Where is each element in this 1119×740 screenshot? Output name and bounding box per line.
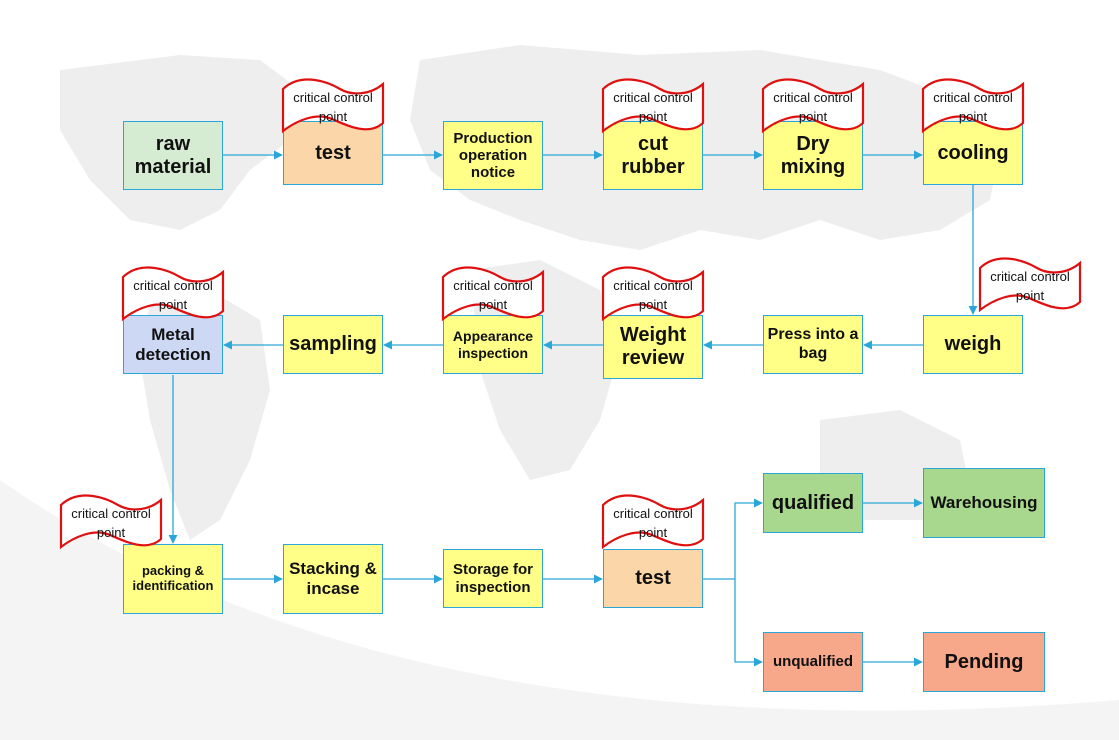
ccp-label: critical control point	[990, 269, 1070, 303]
ccp-flag-metal-detection: critical control point	[121, 266, 225, 322]
node-packing-identification: packing & identification	[123, 544, 223, 614]
ccp-flag-packing: critical control point	[59, 494, 163, 550]
node-cut-rubber: cut rubber	[603, 121, 703, 190]
ccp-flag-cut-rubber: critical control point	[601, 78, 705, 134]
ccp-flag-dry-mixing: critical control point	[761, 78, 865, 134]
node-unqualified: unqualified	[763, 632, 863, 692]
ccp-label: critical control point	[293, 90, 373, 124]
node-raw-material: raw material	[123, 121, 223, 190]
node-test-2: test	[603, 549, 703, 608]
ccp-label: critical control point	[773, 90, 853, 124]
node-weigh: weigh	[923, 315, 1023, 374]
node-appearance-inspection: Appearance inspection	[443, 315, 543, 374]
ccp-flag-weigh: critical control point	[978, 257, 1082, 313]
ccp-label: critical control point	[613, 278, 693, 312]
ccp-label: critical control point	[613, 90, 693, 124]
ccp-flag-test-1: critical control point	[281, 78, 385, 134]
node-pending: Pending	[923, 632, 1045, 692]
node-test-1: test	[283, 121, 383, 185]
node-cooling: cooling	[923, 121, 1023, 185]
node-warehousing: Warehousing	[923, 468, 1045, 538]
ccp-flag-weight-review: critical control point	[601, 266, 705, 322]
ccp-flag-test-2: critical control point	[601, 494, 705, 550]
node-sampling: sampling	[283, 315, 383, 374]
ccp-label: critical control point	[613, 506, 693, 540]
node-production-notice: Production operation notice	[443, 121, 543, 190]
ccp-label: critical control point	[453, 278, 533, 312]
node-press-into-bag: Press into a bag	[763, 315, 863, 374]
ccp-label: critical control point	[133, 278, 213, 312]
ccp-label: critical control point	[71, 506, 151, 540]
ccp-flag-cooling: critical control point	[921, 78, 1025, 134]
node-dry-mixing: Dry mixing	[763, 121, 863, 190]
ccp-flag-appearance: critical control point	[441, 266, 545, 322]
node-storage-for-inspection: Storage for inspection	[443, 549, 543, 608]
node-qualified: qualified	[763, 473, 863, 533]
ccp-label: critical control point	[933, 90, 1013, 124]
node-metal-detection: Metal detection	[123, 315, 223, 374]
node-stacking-incase: Stacking & incase	[283, 544, 383, 614]
node-weight-review: Weight review	[603, 315, 703, 379]
